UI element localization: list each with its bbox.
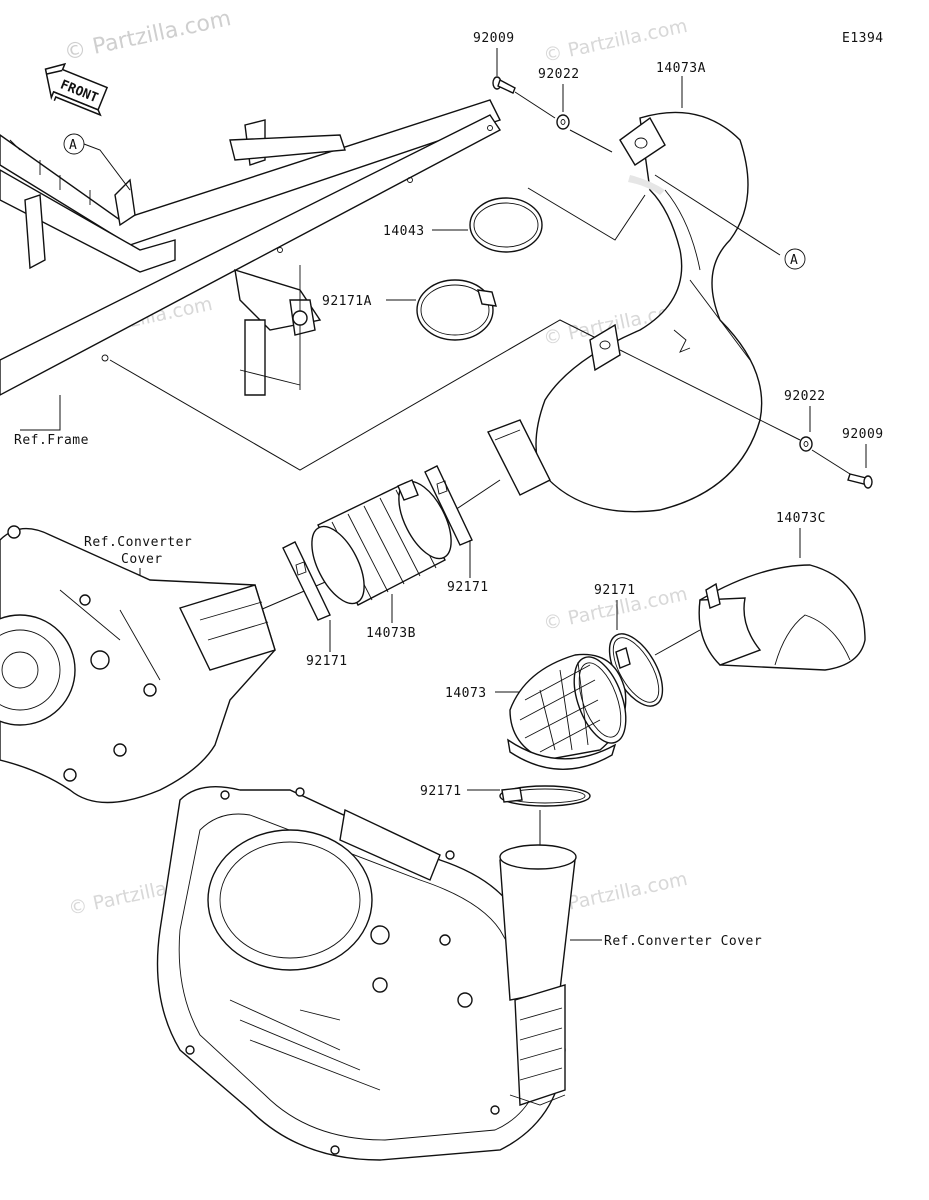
label-92009-top: 92009 — [473, 31, 515, 46]
label-92022-right: 92022 — [784, 389, 826, 404]
label-ref-converter-cover-left-2: Cover — [121, 552, 163, 567]
label-14043: 14043 — [383, 224, 425, 239]
bolt-92009-right — [847, 473, 873, 489]
converter-cover-bottom — [156, 785, 577, 1161]
intake-boot-14073 — [507, 653, 627, 770]
watermark-top-right: © Partzilla.com — [541, 15, 689, 67]
boot-14073B — [311, 479, 452, 606]
band-14043 — [469, 197, 543, 253]
clamp-92171-right — [424, 465, 473, 546]
label-14073C: 14073C — [776, 511, 826, 526]
label-92171-mid: 92171 — [594, 583, 636, 598]
frame-assembly — [0, 99, 502, 396]
label-ref-converter-cover-right: Ref.Converter Cover — [604, 934, 762, 949]
converter-cover-left — [0, 525, 276, 804]
clamp-92171-left — [282, 541, 331, 621]
label-92171-right: 92171 — [447, 580, 489, 595]
washer-92022-top — [556, 114, 570, 130]
label-92009-right: 92009 — [842, 427, 884, 442]
clamp-92171-bottom — [499, 785, 591, 807]
clamp-92171-mid — [608, 633, 664, 707]
label-14073A: 14073A — [656, 61, 706, 76]
leader-14043-box — [527, 187, 646, 241]
duct-14073C — [698, 564, 866, 671]
bolt-92009-top — [492, 76, 516, 94]
label-14073B: 14073B — [366, 626, 416, 641]
leader-a-left — [83, 143, 131, 191]
diagram-code: E1394 — [842, 31, 884, 46]
label-92022-top: 92022 — [538, 67, 580, 82]
washer-92022-right — [799, 436, 813, 452]
ref-marker-a-right-label: A — [790, 253, 798, 268]
front-arrow-icon: FRONT — [44, 62, 109, 117]
duct-14073A — [487, 111, 763, 513]
leader-ref-frame — [20, 395, 61, 431]
label-92171-bottom: 92171 — [420, 784, 462, 799]
leader-frame-box — [109, 319, 601, 471]
ref-marker-a-left-label: A — [69, 138, 77, 153]
clamp-92171A — [416, 279, 497, 341]
label-14073: 14073 — [445, 686, 487, 701]
label-92171-left: 92171 — [306, 654, 348, 669]
label-ref-converter-cover-left-1: Ref.Converter — [84, 535, 192, 550]
label-92171A: 92171A — [322, 294, 372, 309]
label-ref-frame: Ref.Frame — [14, 433, 89, 448]
watermark-top-left: © Partzilla.com — [62, 6, 233, 66]
ref-marker-a-right — [784, 248, 806, 270]
